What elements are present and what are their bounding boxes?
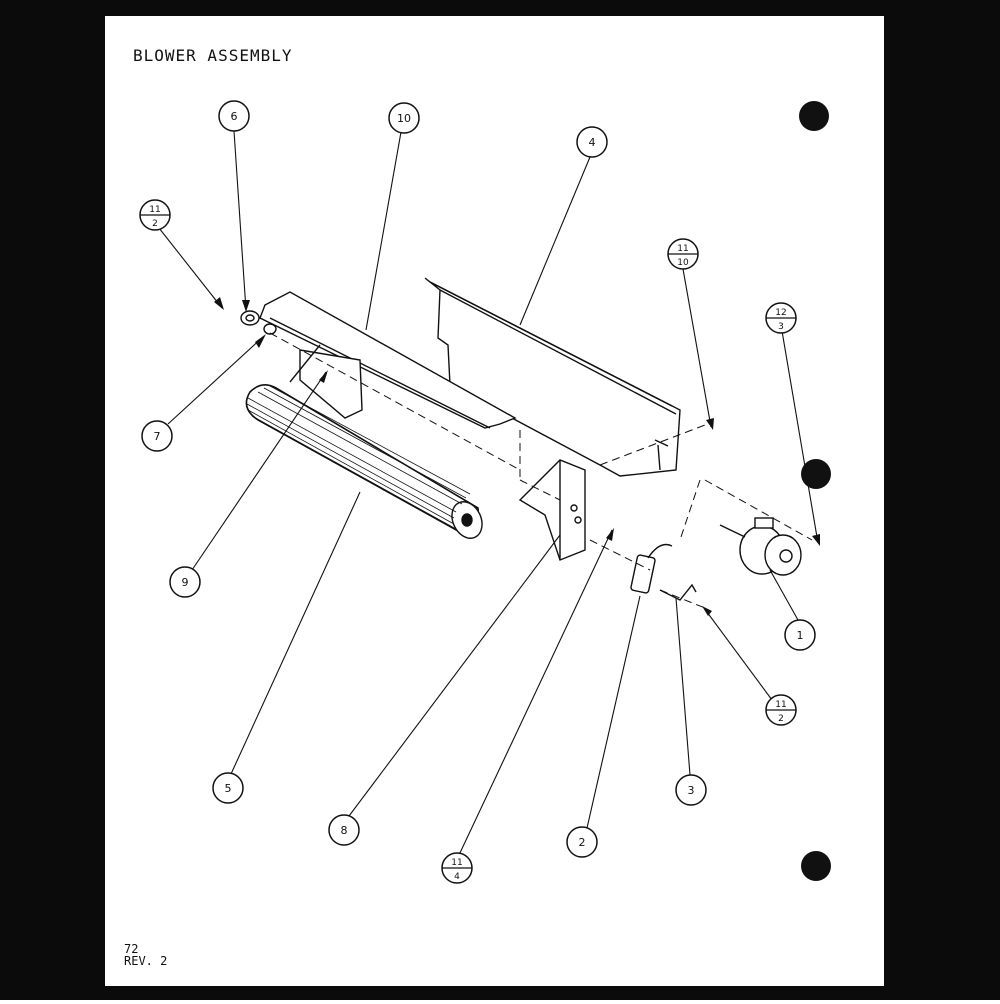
alignment-lines bbox=[269, 332, 813, 609]
callout-4-circle bbox=[576, 126, 608, 158]
top-scan-border bbox=[0, 0, 1000, 16]
motor-drawing bbox=[719, 517, 802, 576]
top-bracket-drawing bbox=[259, 291, 517, 429]
blower-wheel-drawing bbox=[245, 384, 483, 539]
punch-hole bbox=[801, 851, 831, 881]
revision-label: REV. 2 bbox=[124, 954, 168, 968]
blower-wheel-fins bbox=[246, 385, 471, 530]
left-scan-border bbox=[0, 0, 105, 1000]
ref-11-2-right-num: 11 bbox=[775, 700, 786, 710]
capacitor-strap-drawing bbox=[659, 583, 697, 601]
leader-lines bbox=[158, 130, 819, 856]
ref-11-2-top-den: 2 bbox=[152, 219, 158, 229]
rear-panel-drawing bbox=[424, 277, 681, 477]
callout-9-label: 9 bbox=[182, 576, 189, 589]
fraction-bars bbox=[140, 214, 796, 869]
ref-12-3-num: 12 bbox=[775, 308, 786, 318]
page-title: BLOWER ASSEMBLY bbox=[133, 46, 293, 65]
callout-10-circle bbox=[388, 102, 420, 134]
capacitor-drawing bbox=[630, 543, 673, 594]
callout-3-label: 3 bbox=[688, 784, 695, 797]
ref-11-4-num: 11 bbox=[451, 858, 462, 868]
punch-hole bbox=[799, 101, 829, 131]
ref-11-4-den: 4 bbox=[454, 872, 460, 882]
callout-7-label: 7 bbox=[154, 430, 161, 443]
callout-1-circle bbox=[784, 619, 816, 651]
callout-6-label: 6 bbox=[231, 110, 238, 123]
ref-11-10-num: 11 bbox=[677, 244, 688, 254]
bottom-scan-border bbox=[0, 986, 1000, 1000]
callout-8-circle bbox=[328, 814, 360, 846]
right-scan-border bbox=[884, 0, 1000, 1000]
page-number: 72 bbox=[124, 942, 139, 956]
callout-9-circle bbox=[169, 566, 201, 598]
callout-7-circle bbox=[141, 420, 173, 452]
callout-8-label: 8 bbox=[341, 824, 348, 837]
ref-11-2-right-den: 2 bbox=[778, 714, 784, 724]
callout-4-label: 4 bbox=[589, 136, 596, 149]
ref-11-2-top-num: 11 bbox=[149, 205, 160, 215]
bearing-drawing bbox=[240, 310, 277, 335]
ref-12-3-den: 3 bbox=[778, 322, 784, 332]
punch-hole bbox=[801, 459, 831, 489]
callout-3-circle bbox=[675, 774, 707, 806]
callout-10-label: 10 bbox=[397, 112, 411, 125]
callout-5-label: 5 bbox=[225, 782, 232, 795]
callout-2-circle bbox=[566, 826, 598, 858]
callout-1-label: 1 bbox=[797, 629, 804, 642]
callout-2-label: 2 bbox=[579, 836, 586, 849]
motor-bracket-drawing bbox=[518, 459, 586, 561]
arrow-heads bbox=[214, 297, 820, 616]
ref-11-10-den: 10 bbox=[677, 258, 689, 268]
callout-6-circle bbox=[218, 100, 250, 132]
callout-5-circle bbox=[212, 772, 244, 804]
